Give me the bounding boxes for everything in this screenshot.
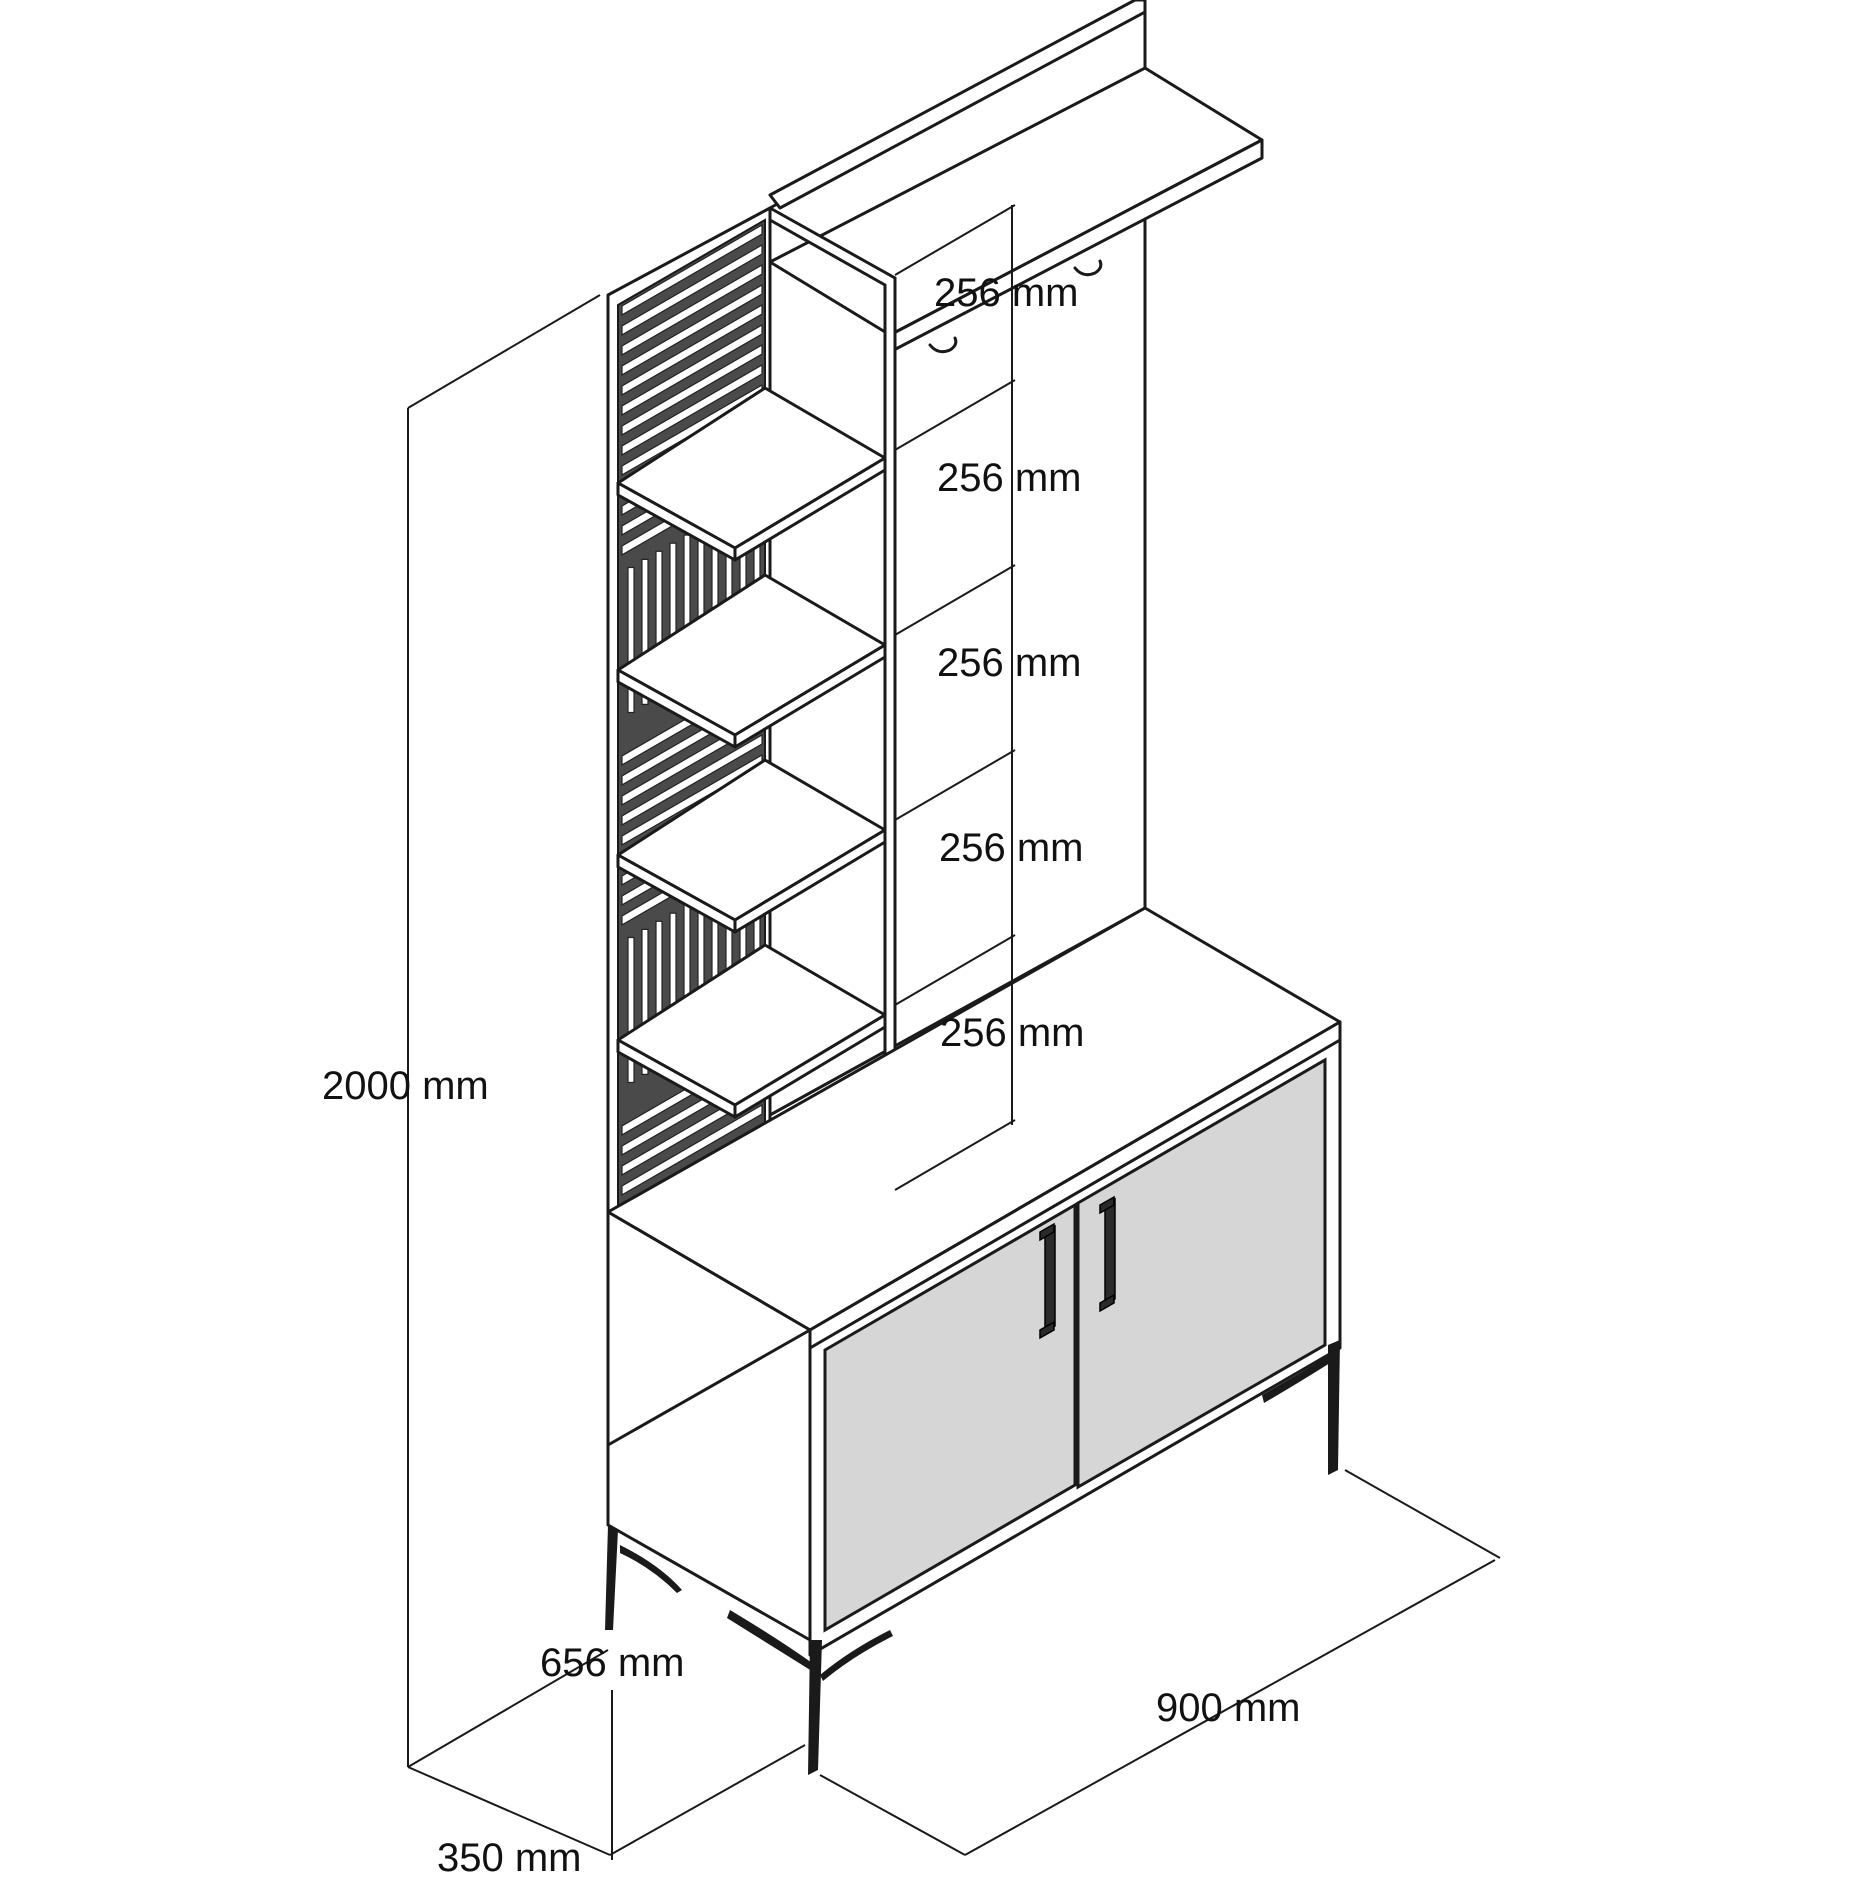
- spacing-tick: [894, 379, 1016, 451]
- slat: [621, 303, 763, 396]
- shelf-front-edge: [733, 456, 887, 562]
- shelf-spacing-label-3: 256 mm: [937, 641, 1082, 685]
- shelf-front-edge: [733, 643, 887, 749]
- hooks: [928, 259, 1103, 354]
- shelf-front-edge: [733, 828, 887, 934]
- slat: [641, 928, 649, 1075]
- slat: [621, 343, 763, 436]
- width-total-label: 900 mm: [1156, 1686, 1301, 1730]
- spacing-tick: [894, 1119, 1016, 1191]
- cabinet-height-label: 656 mm: [540, 1641, 685, 1685]
- right-door: [1076, 1057, 1327, 1490]
- height-total-label: 2000 mm: [322, 1064, 489, 1108]
- shelf-group: [616, 386, 887, 1119]
- spacing-tick: [894, 934, 1016, 1006]
- spacing-tick: [894, 749, 1016, 821]
- spacing-tick: [894, 204, 1016, 276]
- shelf-spacing-label-1: 256 mm: [934, 271, 1079, 315]
- slat: [621, 243, 763, 336]
- shelf-front-edge: [733, 1013, 887, 1119]
- dimension-lines: [407, 204, 1501, 1860]
- slat: [621, 323, 763, 416]
- legs: [605, 1340, 1340, 1775]
- slat: [621, 363, 763, 456]
- slat: [627, 566, 635, 714]
- slat: [621, 733, 763, 826]
- slat: [621, 263, 763, 356]
- door-handles: [1039, 1195, 1116, 1340]
- cabinet-top-edge: [808, 1020, 1342, 1350]
- depth-label: 350 mm: [437, 1836, 582, 1880]
- spacing-tick: [894, 564, 1016, 636]
- shelf-spacing-label-5: 256 mm: [940, 1011, 1085, 1055]
- slat: [627, 936, 635, 1084]
- top-rail: [768, 0, 1147, 210]
- slat: [621, 283, 763, 376]
- slat: [621, 223, 763, 316]
- shelf-spacing-label-4: 256 mm: [939, 826, 1084, 870]
- slat: [621, 1103, 763, 1196]
- left-door: [823, 1202, 1077, 1633]
- shelf-spacing-label-2: 256 mm: [937, 456, 1082, 500]
- slat: [641, 558, 649, 705]
